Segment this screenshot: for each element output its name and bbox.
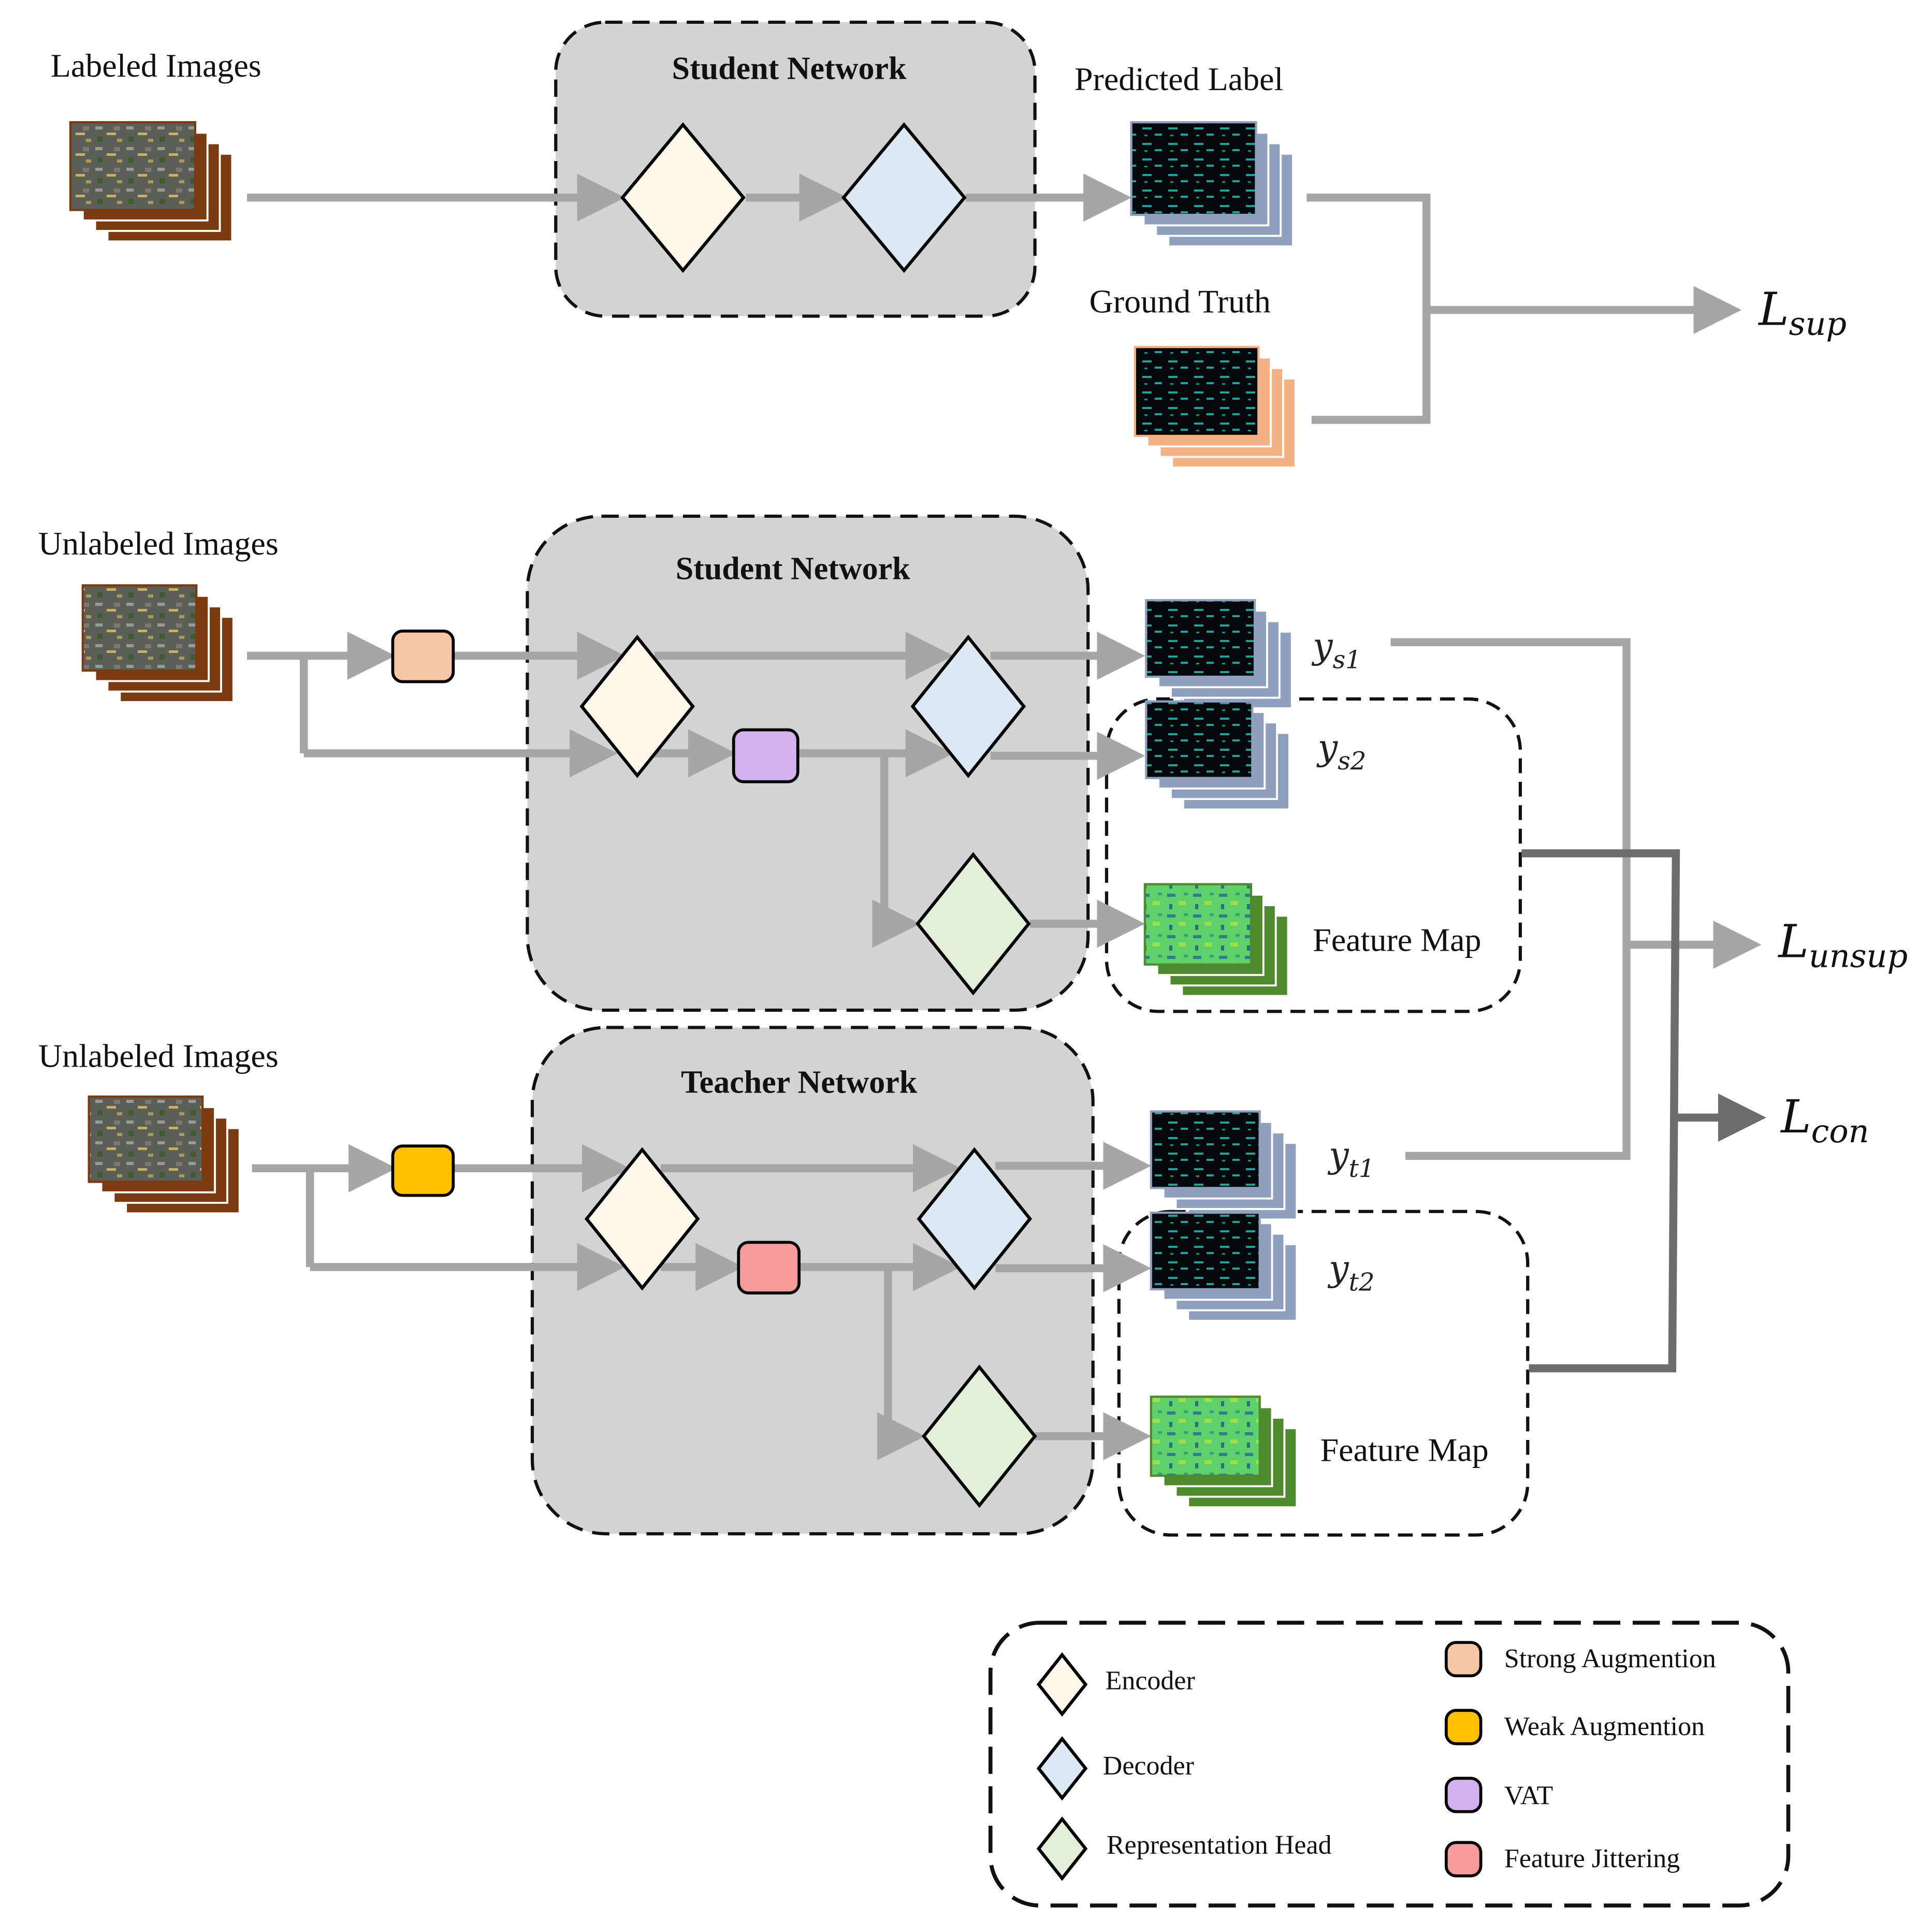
legend-weak-aug-icon xyxy=(1444,1709,1483,1745)
legend-representation-head-icon xyxy=(1036,1816,1088,1881)
ys1-label: ys1 xyxy=(1311,626,1361,674)
legend-feature-jitter-icon xyxy=(1444,1841,1483,1878)
stack-front-image xyxy=(1145,700,1254,779)
teacher-feature-map-stack-icon xyxy=(1150,1395,1298,1508)
legend-vat-icon xyxy=(1444,1777,1483,1813)
math-symbol: y xyxy=(1316,727,1339,768)
encoder-diamond-icon xyxy=(584,1147,700,1291)
stack-front-image xyxy=(81,584,198,672)
predicted-label-stack-icon xyxy=(1130,121,1295,248)
math-subscript: t2 xyxy=(1349,1268,1375,1297)
unlabeled-images-stack-icon xyxy=(81,584,235,703)
loss-unsup-label: Lunsup xyxy=(1777,914,1908,974)
math-symbol: y xyxy=(1327,1135,1349,1176)
yt1-prediction-stack-icon xyxy=(1150,1110,1298,1221)
student-feature-map-label: Feature Map xyxy=(1313,921,1481,958)
math-subscript: t1 xyxy=(1349,1154,1375,1183)
labeled-images-label: Labeled Images xyxy=(51,47,262,84)
unlabeled-images-label: Unlabeled Images xyxy=(38,525,279,562)
math-symbol: y xyxy=(1327,1248,1349,1289)
teacher-output-group-box xyxy=(1117,1210,1530,1537)
unlabeled-images-stack-icon xyxy=(88,1095,241,1215)
stack-front-image xyxy=(1150,1211,1261,1291)
legend-feature-jitter-label: Feature Jittering xyxy=(1504,1844,1680,1873)
ys1-prediction-stack-icon xyxy=(1145,599,1293,709)
encoder-diamond-icon xyxy=(620,122,746,273)
legend-representation-head-label: Representation Head xyxy=(1107,1830,1332,1860)
math-subscript: unsup xyxy=(1809,937,1908,974)
student-feature-map-stack-icon xyxy=(1143,883,1289,997)
stack-front-image xyxy=(1145,599,1256,678)
decoder-diamond-icon xyxy=(917,1147,1033,1291)
encoder-diamond-icon xyxy=(579,634,695,778)
legend-weak-aug-label: Weak Augmention xyxy=(1504,1712,1705,1741)
student-network-title: Student Network xyxy=(676,551,910,587)
decoder-diamond-icon xyxy=(910,634,1026,778)
merge-line xyxy=(1306,193,1431,424)
teacher-feature-map-label: Feature Map xyxy=(1320,1431,1489,1468)
math-symbol: L xyxy=(1777,914,1808,968)
ground-truth-stack-icon xyxy=(1134,346,1297,469)
legend-encoder-icon xyxy=(1036,1652,1088,1717)
legend-strong-aug-icon xyxy=(1444,1641,1483,1678)
stack-front-image xyxy=(88,1095,204,1183)
con-merge-line xyxy=(1521,849,1680,1373)
math-subscript: s1 xyxy=(1333,645,1361,674)
stack-front-image xyxy=(1134,346,1260,438)
stack-front-image xyxy=(1143,883,1253,966)
yt2-label: yt2 xyxy=(1327,1248,1374,1297)
yt2-prediction-stack-icon xyxy=(1150,1211,1298,1322)
stack-front-image xyxy=(69,121,196,211)
yt1-label: yt1 xyxy=(1327,1135,1374,1183)
math-subscript: s2 xyxy=(1338,747,1366,776)
math-symbol: L xyxy=(1780,1090,1811,1143)
loss-con-label: Lcon xyxy=(1780,1090,1869,1150)
loss-sup-label: Lsup xyxy=(1757,282,1847,342)
layer-arrows xyxy=(247,173,1767,1461)
ground-truth-text: Ground Truth xyxy=(1090,283,1271,319)
legend-box xyxy=(988,1621,1791,1908)
legend-decoder-label: Decoder xyxy=(1103,1751,1194,1781)
legend-strong-aug-label: Strong Augmention xyxy=(1504,1644,1716,1673)
ys2-label: ys2 xyxy=(1316,727,1367,776)
representation-head-diamond-icon xyxy=(916,852,1031,996)
ys2-prediction-stack-icon xyxy=(1145,700,1290,811)
stack-front-image xyxy=(1130,121,1257,216)
stack-front-image xyxy=(1150,1395,1261,1477)
math-subscript: con xyxy=(1811,1112,1869,1150)
math-symbol: L xyxy=(1757,282,1789,336)
legend-encoder-label: Encoder xyxy=(1106,1666,1195,1696)
stack-front-image xyxy=(1150,1110,1261,1189)
math-symbol: y xyxy=(1311,626,1333,667)
legend-decoder-icon xyxy=(1036,1736,1088,1801)
legend-vat-label: VAT xyxy=(1504,1781,1553,1810)
decoder-diamond-icon xyxy=(841,122,967,273)
student-network-title: Student Network xyxy=(672,51,907,86)
teacher-network-title: Teacher Network xyxy=(681,1065,918,1100)
unlabeled-images-label: Unlabeled Images xyxy=(38,1038,279,1074)
feature-jittering-block xyxy=(737,1241,801,1294)
layer-nodes xyxy=(69,121,1483,1881)
representation-head-diamond-icon xyxy=(922,1364,1037,1508)
labeled-images-stack-icon xyxy=(69,121,234,243)
math-subscript: sup xyxy=(1789,304,1847,342)
student-output-group-box xyxy=(1105,697,1522,1013)
predicted-label-text: Predicted Label xyxy=(1074,61,1283,97)
weak-augmentation-block xyxy=(391,1144,455,1197)
vat-block xyxy=(732,728,800,783)
strong-augmentation-block xyxy=(391,629,455,683)
unsup-merge-line xyxy=(1390,638,1631,1160)
